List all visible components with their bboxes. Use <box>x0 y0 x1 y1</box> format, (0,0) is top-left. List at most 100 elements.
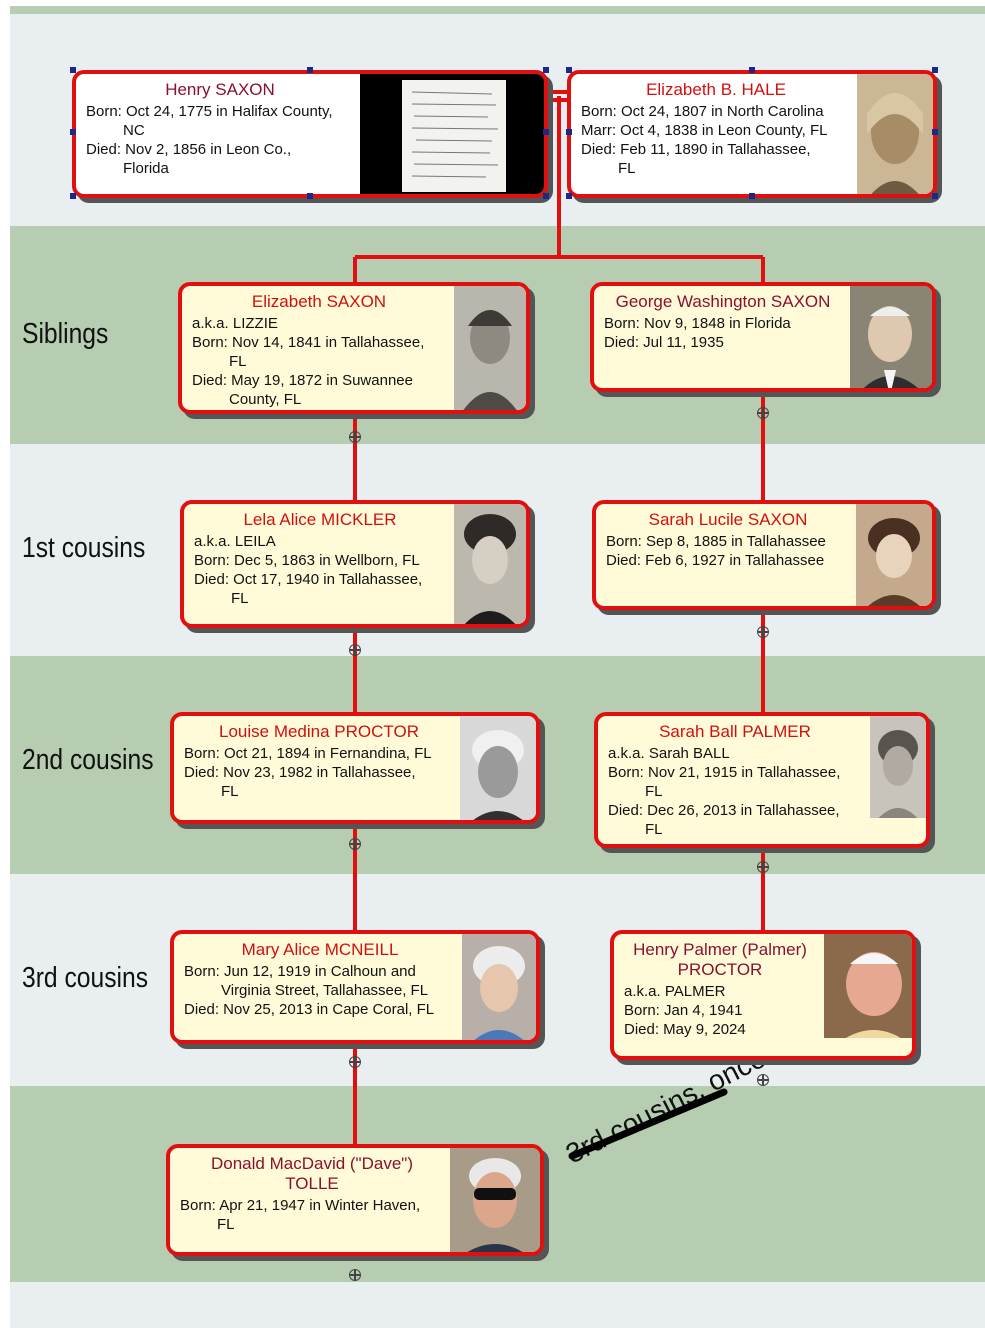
person-name: Henry SAXON <box>165 80 275 99</box>
portrait-photo <box>462 934 536 1040</box>
death-line: Died: Jul 11, 1935 <box>604 334 724 351</box>
person-card-elizabeth-hale[interactable]: Elizabeth B. HALE Born: Oct 24, 1807 in … <box>567 70 937 198</box>
expand-connector-icon[interactable] <box>349 1269 361 1281</box>
person-card-donald-macdavid-tolle[interactable]: Donald MacDavid ("Dave") TOLLE Born: Apr… <box>166 1144 544 1256</box>
top-strip <box>10 6 985 14</box>
person-name: Donald MacDavid ("Dave") <box>211 1154 413 1173</box>
death-line-cont: FL <box>221 783 239 800</box>
expand-connector-icon[interactable] <box>757 861 769 873</box>
selection-handle[interactable] <box>543 193 549 199</box>
expand-connector-icon[interactable] <box>757 407 769 419</box>
selection-handle[interactable] <box>566 129 572 135</box>
person-name: George Washington SAXON <box>615 292 831 311</box>
death-line: Died: Oct 17, 1940 in Tallahassee, <box>194 571 423 588</box>
portrait-photo <box>450 1148 540 1252</box>
birth-line: Born: Oct 24, 1775 in Halifax County, <box>86 103 333 120</box>
death-line: Died: May 19, 1872 in Suwannee <box>192 372 413 389</box>
death-line: Died: Dec 26, 2013 in Tallahassee, <box>608 802 840 819</box>
expand-connector-icon[interactable] <box>757 626 769 638</box>
person-name: Sarah Lucile SAXON <box>648 510 808 529</box>
death-line: Died: Feb 11, 1890 in Tallahassee, <box>581 141 811 158</box>
selection-handle[interactable] <box>566 67 572 73</box>
death-line-cont: FL <box>231 590 249 607</box>
death-line: Died: Nov 23, 1982 in Tallahassee, <box>184 764 416 781</box>
death-line: Died: Nov 25, 2013 in Cape Coral, FL <box>184 1001 435 1018</box>
portrait-photo <box>824 934 912 1038</box>
person-card-george-washington-saxon[interactable]: George Washington SAXON Born: Nov 9, 184… <box>590 282 936 392</box>
person-card-sarah-lucile-saxon[interactable]: Sarah Lucile SAXON Born: Sep 8, 1885 in … <box>592 500 936 610</box>
selection-handle[interactable] <box>543 129 549 135</box>
selection-handle[interactable] <box>70 193 76 199</box>
death-line: Died: May 9, 2024 <box>624 1021 746 1038</box>
birth-line: Born: Nov 14, 1841 in Tallahassee, <box>192 334 425 351</box>
row-label-siblings: Siblings <box>22 318 109 350</box>
birth-line-cont: FL <box>229 353 247 370</box>
birth-line: Born: Jun 12, 1919 in Calhoun and <box>184 963 416 980</box>
person-name: Lela Alice MICKLER <box>243 510 397 529</box>
expand-connector-icon[interactable] <box>349 431 361 443</box>
death-line: Died: Feb 6, 1927 in Tallahassee <box>606 552 825 569</box>
death-line-cont: County, FL <box>229 391 302 408</box>
birth-line: Born: Dec 5, 1863 in Wellborn, FL <box>194 552 420 569</box>
birth-line: Born: Sep 8, 1885 in Tallahassee <box>606 533 826 550</box>
selection-handle[interactable] <box>566 193 572 199</box>
person-name-cont: TOLLE <box>285 1174 339 1193</box>
person-card-lela-alice-mickler[interactable]: Lela Alice MICKLER a.k.a. LEILA Born: De… <box>180 500 530 628</box>
birth-line: Born: Nov 9, 1848 in Florida <box>604 315 791 332</box>
expand-connector-icon[interactable] <box>349 1056 361 1068</box>
person-card-henry-saxon[interactable]: Henry SAXON Born: Oct 24, 1775 in Halifa… <box>72 70 548 198</box>
death-line-cont: Florida <box>123 160 169 177</box>
person-card-elizabeth-saxon[interactable]: Elizabeth SAXON a.k.a. LIZZIE Born: Nov … <box>178 282 530 414</box>
expand-connector-icon[interactable] <box>349 838 361 850</box>
death-line-cont: FL <box>645 821 663 838</box>
birth-line: Born: Apr 21, 1947 in Winter Haven, <box>180 1197 421 1214</box>
death-line-cont: FL <box>618 160 636 177</box>
person-name: Elizabeth B. HALE <box>646 80 786 99</box>
death-line: Died: Nov 2, 1856 in Leon Co., <box>86 141 292 158</box>
selection-handle[interactable] <box>749 193 755 199</box>
document-photo <box>360 74 544 194</box>
expand-connector-icon[interactable] <box>349 644 361 656</box>
birth-line: Born: Nov 21, 1915 in Tallahassee, <box>608 764 841 781</box>
selection-handle[interactable] <box>543 67 549 73</box>
birth-line-cont: Virginia Street, Tallahassee, FL <box>221 982 429 999</box>
row-label-1st-cousins: 1st cousins <box>22 532 146 564</box>
row-label-3rd-cousins: 3rd cousins <box>22 962 149 994</box>
person-card-sarah-ball-palmer[interactable]: Sarah Ball PALMER a.k.a. Sarah BALL Born… <box>594 712 930 848</box>
portrait-photo <box>856 504 932 606</box>
selection-handle[interactable] <box>307 67 313 73</box>
portrait-photo <box>454 286 526 410</box>
pointer-line <box>568 1088 728 1160</box>
portrait-photo <box>857 74 933 194</box>
selection-handle[interactable] <box>307 193 313 199</box>
birth-line-cont: NC <box>123 122 145 139</box>
band-bottom <box>10 1282 985 1328</box>
person-name: Sarah Ball PALMER <box>659 722 811 741</box>
birth-line: Born: Oct 24, 1807 in North Carolina <box>581 103 824 120</box>
portrait-photo <box>460 716 536 820</box>
person-name: Henry Palmer (Palmer) <box>633 940 807 959</box>
birth-line-cont: FL <box>217 1216 235 1233</box>
birth-line: Born: Jan 4, 1941 <box>624 1002 743 1019</box>
expand-connector-icon[interactable] <box>757 1074 769 1086</box>
person-card-louise-medina-proctor[interactable]: Louise Medina PROCTOR Born: Oct 21, 1894… <box>170 712 540 824</box>
person-name: Mary Alice MCNEILL <box>241 940 399 959</box>
person-card-henry-palmer-proctor[interactable]: Henry Palmer (Palmer) PROCTOR a.k.a. PAL… <box>610 930 916 1060</box>
selection-handle[interactable] <box>932 67 938 73</box>
person-card-mary-alice-mcneill[interactable]: Mary Alice MCNEILL Born: Jun 12, 1919 in… <box>170 930 540 1044</box>
selection-handle[interactable] <box>70 129 76 135</box>
portrait-photo <box>850 286 932 388</box>
birth-line: Born: Oct 21, 1894 in Fernandina, FL <box>184 745 432 762</box>
portrait-photo <box>454 504 526 624</box>
portrait-photo <box>870 716 926 818</box>
marriage-line: Marr: Oct 4, 1838 in Leon County, FL <box>581 122 828 139</box>
selection-handle[interactable] <box>749 67 755 73</box>
selection-handle[interactable] <box>932 193 938 199</box>
aka-line: a.k.a. Sarah BALL <box>608 745 730 762</box>
selection-handle[interactable] <box>932 129 938 135</box>
person-name: Elizabeth SAXON <box>251 292 387 311</box>
row-label-2nd-cousins: 2nd cousins <box>22 744 154 776</box>
selection-handle[interactable] <box>70 67 76 73</box>
aka-line: a.k.a. LEILA <box>194 533 276 550</box>
